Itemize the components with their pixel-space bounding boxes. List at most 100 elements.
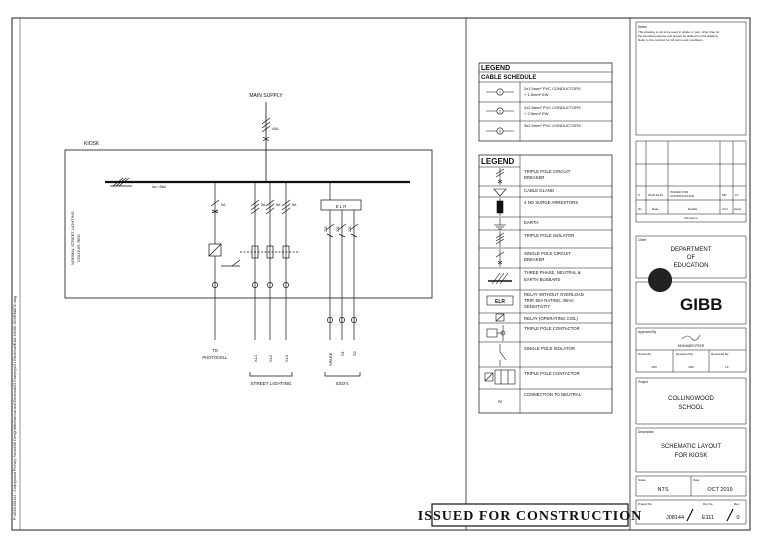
sso-rating-1: 20A [324, 225, 328, 232]
circuit-label-xl2: XL2 [268, 354, 273, 362]
vertical-label-2: COLOUR: RED [76, 234, 81, 262]
logo-text: GIBB [680, 295, 723, 314]
project-line-1: COLLINGWOOD [668, 396, 714, 402]
project-line-2: SCHOOL [678, 405, 704, 411]
sso-branches [320, 182, 362, 340]
symbol-legend: LEGEND TRIPLE POLE CIRCUIT BREAKER CABLE… [478, 154, 613, 414]
legend-text-12: CONNECTION TO NEUTRAL [524, 392, 582, 397]
designed-label: Designed By [676, 352, 694, 356]
cable-legend-title: LEGEND [481, 65, 510, 72]
legend-text-7a: RELAY WITHOUT OVERLOAD [524, 292, 584, 297]
relay-coil-icon [495, 313, 505, 322]
legend-text-6b: EARTH BUSBARS [524, 277, 560, 282]
circuit-label-s2: S2 [352, 350, 357, 356]
cable-row-2-b: + 2.5mm² EW [524, 111, 549, 116]
cable-legend: LEGEND CABLE SCHEDULE 1 2 3 2x1.5mm² PVC… [478, 62, 613, 142]
legend-text-9: TRIPLE POLE CONTACTOR [524, 326, 580, 331]
street-lighting-branches [240, 182, 300, 340]
circuit-label-xl1: XL1 [253, 354, 258, 362]
revisions-label: Revisions [684, 216, 698, 220]
dwg-no-label: Drg No [703, 502, 713, 506]
date-value: OCT 2019 [707, 487, 732, 493]
busbar-icon [488, 272, 512, 285]
title-block [635, 21, 747, 525]
cable-symbols [486, 88, 514, 135]
legend-text-5b: BREAKER [524, 257, 545, 262]
issued-stamp-text: ISSUED FOR CONSTRUCTION [418, 509, 642, 524]
circuit-label-spare: SPARE [328, 352, 333, 366]
client-label: Client [638, 238, 646, 242]
cable-num-2: 2 [499, 110, 501, 114]
description-line-1: SCHEMATIC LAYOUT [661, 444, 721, 450]
rev-header-appd: Appd [734, 207, 741, 211]
side-path-text: P:\2019\J08144 - Collingwood Primary Sch… [13, 296, 17, 520]
approver-name: MOHAMED PEER [678, 344, 705, 348]
drawn-value: MM [652, 365, 657, 369]
xl2-rating: 5A [276, 203, 281, 207]
tp-isolator-icon [495, 231, 505, 247]
circuit-label-s1: S1 [340, 350, 345, 356]
notes-box [635, 21, 747, 136]
main-rating: 40A [272, 127, 279, 131]
reviewed-value: LF [725, 365, 729, 369]
date-label: Date [693, 478, 700, 482]
rev-appd: LF [735, 193, 739, 197]
main-schematic: MAIN SUPPLY 40A KIOSK NORMAL STREET LIGH… [64, 93, 433, 386]
separator-slash-2 [726, 508, 734, 522]
rev-header-details: Details [688, 207, 698, 211]
circuit-label-to: TO [212, 348, 218, 353]
group-sso: SSO's [336, 381, 350, 386]
description-line-2: FOR KIOSK [675, 453, 708, 459]
legend-text-8: RELAY (OPERATING COIL) [524, 316, 579, 321]
approved-label: Approved By [638, 330, 657, 334]
rev-details-2: CONSTRUCTION [670, 194, 694, 198]
cable-row-1-a: 2x1.5mm² PVC CONDUCTORS [524, 86, 581, 91]
notes-line-3: Refer to the contract for full terms and… [638, 38, 704, 42]
busbar-earth-icon [110, 177, 132, 187]
group-street-lighting: STREET LIGHTING [250, 381, 291, 386]
circuit-label-xl3: XL3 [284, 354, 289, 362]
description-label: Description [638, 430, 654, 434]
outer-border [11, 17, 751, 531]
issued-stamp: ISSUED FOR CONSTRUCTION [418, 503, 642, 527]
cable-row-3-a: 3x2.5mm² PVC CONDUCTORS [524, 123, 581, 128]
symbol-legend-title: LEGEND [481, 157, 515, 166]
sso-rating-2: 20A [336, 225, 340, 232]
photocell-rating: 5A [221, 203, 226, 207]
main-breaker-icon [261, 117, 271, 142]
logo-box [635, 281, 747, 325]
tp-contactor-2-icon [484, 369, 516, 385]
project-no-label: Project No [638, 502, 652, 506]
designed-value: MM [689, 365, 694, 369]
tp-breaker-icon [495, 168, 505, 185]
client-line-3: EDUCATION [674, 263, 709, 269]
sso-rating-3: 20A [348, 225, 352, 232]
legend-text-3: EARTH [524, 220, 539, 225]
main-supply-label: MAIN SUPPLY [249, 93, 283, 99]
notes-line-1: This drawing is not to be used in whole,… [638, 30, 720, 34]
elr-label: E L R [336, 204, 346, 209]
kiosk-label: KIOSK [84, 141, 100, 147]
legend-text-0b: BREAKER [524, 175, 545, 180]
reviewed-label: Reviewed By [711, 352, 729, 356]
surge-arrestor-icon [496, 198, 504, 216]
project-label: Project [638, 380, 648, 384]
rev-header-no: No [638, 207, 642, 211]
legend-text-6a: THREE PHASE, NEUTRAL & [524, 270, 581, 275]
rev-details-1: ISSUED FOR [670, 190, 689, 194]
dwg-no-value: E111 [702, 515, 714, 521]
legend-text-10: SINGLE POLE ISOLATOR [524, 346, 575, 351]
drawn-label: Drawn By [638, 352, 652, 356]
approver-signature [681, 334, 701, 341]
rev-date: 2019.10.26 [648, 193, 663, 197]
elr-symbol-text: ELR [495, 299, 505, 305]
neutral-symbol-text: N [498, 399, 501, 404]
rev-header-date: Date [652, 207, 659, 211]
group-brackets [249, 372, 361, 377]
description-box [635, 427, 747, 473]
xl1-rating: 5A [261, 203, 266, 207]
notes-title: Notes [638, 25, 647, 29]
separator-slash-1 [686, 508, 694, 522]
